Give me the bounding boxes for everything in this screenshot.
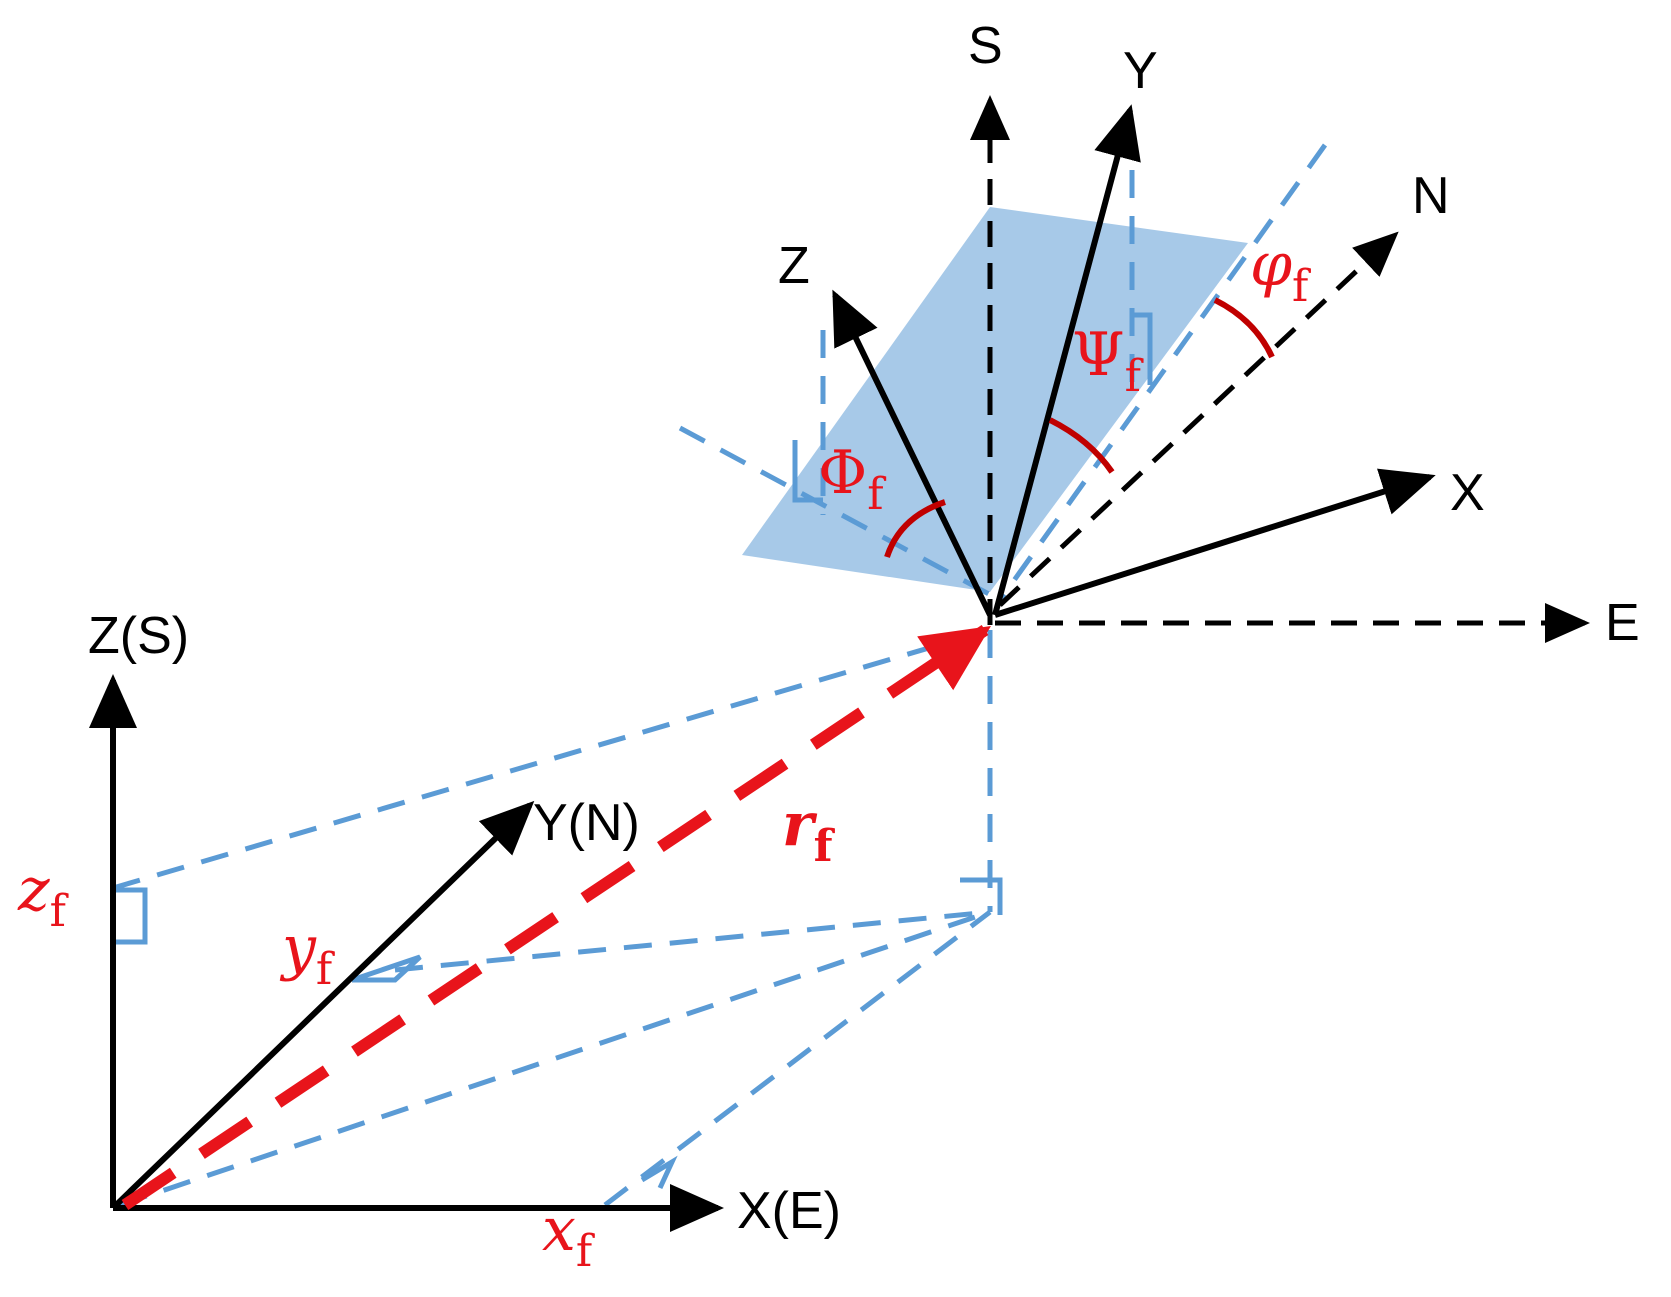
label-psi-f: Ψf — [1072, 320, 1144, 402]
label-local-s: S — [968, 17, 1003, 75]
varphi-arc — [1213, 297, 1275, 359]
label-local-n: N — [1412, 167, 1450, 225]
projection-lines — [112, 143, 1328, 1208]
label-y-f: yf — [279, 913, 335, 995]
label-local-e: E — [1605, 594, 1640, 652]
label-phi-f: Φf — [818, 438, 886, 520]
rotation-plane — [742, 207, 1248, 592]
phi-arc — [884, 499, 946, 558]
right-angle-markers — [113, 312, 1153, 1190]
local-body-axes — [832, 104, 1436, 618]
label-x-f: xf — [542, 1195, 595, 1277]
label-varphi-f: φf — [1250, 230, 1311, 312]
label-global-x: X(E) — [737, 1182, 841, 1240]
position-vector — [121, 625, 991, 1210]
global-y-axis — [110, 800, 535, 1211]
local-x-axis — [994, 468, 1436, 618]
label-global-z: Z(S) — [88, 607, 189, 665]
angle-arcs — [884, 297, 1275, 558]
label-local-y: Y — [1123, 42, 1158, 100]
label-local-z: Z — [778, 237, 810, 295]
label-global-y: Y(N) — [533, 794, 640, 852]
label-z-f: zf — [17, 855, 69, 937]
psi-arc — [1048, 417, 1115, 474]
label-local-x: X — [1450, 464, 1485, 522]
local-n-axis — [998, 231, 1399, 607]
local-reference-axes — [970, 95, 1590, 643]
local-z-axis — [832, 289, 993, 617]
global-axes — [89, 674, 724, 1232]
local-y-axis — [992, 104, 1141, 616]
label-r-f: rf — [782, 790, 836, 872]
